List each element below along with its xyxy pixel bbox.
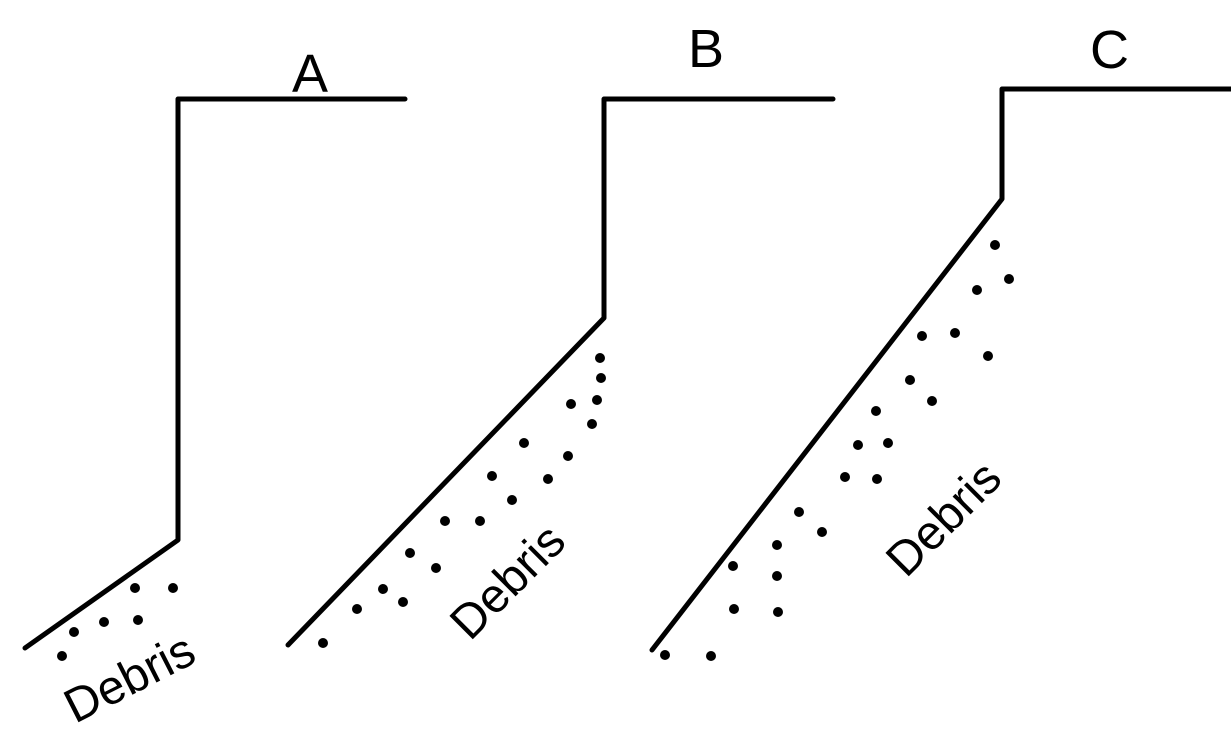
panel-b-slope-profile [285, 96, 836, 648]
debris-dot [440, 516, 450, 526]
panel-a-slope-profile [22, 96, 408, 651]
debris-dot [905, 375, 915, 385]
panel-b: B Debris [285, 19, 836, 650]
debris-dot [706, 651, 716, 661]
debris-dot [596, 373, 606, 383]
debris-dot [817, 527, 827, 537]
debris-dot [729, 604, 739, 614]
panel-a-debris-dots [57, 583, 178, 661]
debris-dot [872, 474, 882, 484]
debris-dot [130, 583, 140, 593]
debris-dot [587, 419, 597, 429]
debris-dot [519, 438, 529, 448]
debris-dot [794, 507, 804, 517]
debris-dot [773, 607, 783, 617]
debris-dot [69, 627, 79, 637]
debris-dot [772, 571, 782, 581]
panel-b-letter: B [688, 19, 724, 79]
debris-dot [728, 561, 738, 571]
debris-dot [57, 651, 67, 661]
debris-dot [99, 617, 109, 627]
panel-a-letter: A [292, 44, 328, 104]
debris-dot [566, 399, 576, 409]
debris-dot [168, 583, 178, 593]
panel-b-debris-dots [318, 353, 606, 648]
debris-dot [853, 440, 863, 450]
debris-dot [983, 351, 993, 361]
debris-dot [592, 395, 602, 405]
panel-c-debris-label: Debris [876, 451, 1012, 587]
debris-dot [950, 328, 960, 338]
debris-dot [927, 396, 937, 406]
debris-dot [1004, 274, 1014, 284]
debris-dot [507, 495, 517, 505]
debris-dot [772, 540, 782, 550]
debris-dot [660, 650, 670, 660]
panel-c-letter: C [1090, 20, 1129, 80]
debris-dot [990, 240, 1000, 250]
debris-dot [405, 548, 415, 558]
panel-c-debris-dots [660, 240, 1014, 661]
panel-c: C [649, 20, 1231, 661]
panel-a-debris-label: Debris [56, 624, 204, 730]
debris-dot [563, 451, 573, 461]
debris-dot [431, 563, 441, 573]
debris-dot [133, 615, 143, 625]
debris-dot [378, 584, 388, 594]
debris-dot [352, 604, 362, 614]
debris-dot [487, 471, 497, 481]
panel-b-debris-label: Debris [440, 514, 576, 650]
debris-dot [883, 438, 893, 448]
debris-dot [398, 597, 408, 607]
debris-dot [595, 353, 605, 363]
debris-dot [917, 331, 927, 341]
debris-dot [475, 516, 485, 526]
debris-dot [543, 474, 553, 484]
debris-dot [871, 406, 881, 416]
debris-dot [972, 285, 982, 295]
debris-dot [318, 638, 328, 648]
panel-c-slope-profile [649, 86, 1231, 653]
panel-a: A Debris [22, 44, 408, 730]
debris-dot [840, 472, 850, 482]
